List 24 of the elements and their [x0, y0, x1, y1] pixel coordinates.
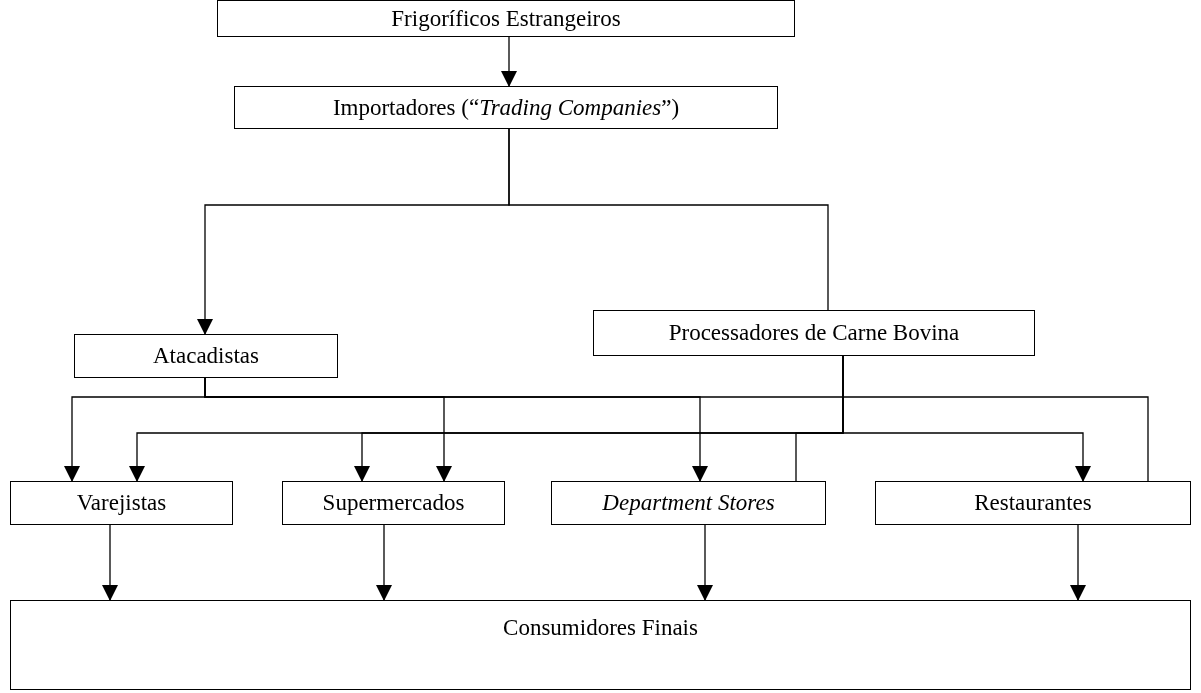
process-box [593, 310, 1035, 356]
connector-arrow [376, 524, 392, 601]
connector-arrow [102, 524, 118, 601]
connector-arrow [842, 355, 1091, 482]
process-box [875, 481, 1191, 525]
connector-arrow [697, 524, 713, 601]
box-label: Processadores de Carne Bovina [668, 320, 960, 346]
box-label: Frigoríficos Estrangeiros [391, 5, 621, 32]
box-label: Atacadistas [153, 343, 259, 369]
process-box [234, 86, 778, 129]
box-label: Importadores (“Trading Companies”) [332, 94, 680, 121]
box-label: Restaurantes [974, 490, 1092, 516]
box-label: Supermercados [322, 490, 465, 516]
process-box [217, 0, 795, 37]
process-box [551, 481, 826, 525]
process-box [282, 481, 505, 525]
box-label: Consumidores Finais [503, 615, 698, 641]
process-box [10, 600, 1191, 690]
connector-arrow [1070, 524, 1086, 601]
process-box [10, 481, 233, 525]
process-box [74, 334, 338, 378]
box-label: Varejistas [76, 490, 167, 516]
connector-arrow [501, 36, 517, 87]
box-label: Department Stores [602, 490, 775, 516]
